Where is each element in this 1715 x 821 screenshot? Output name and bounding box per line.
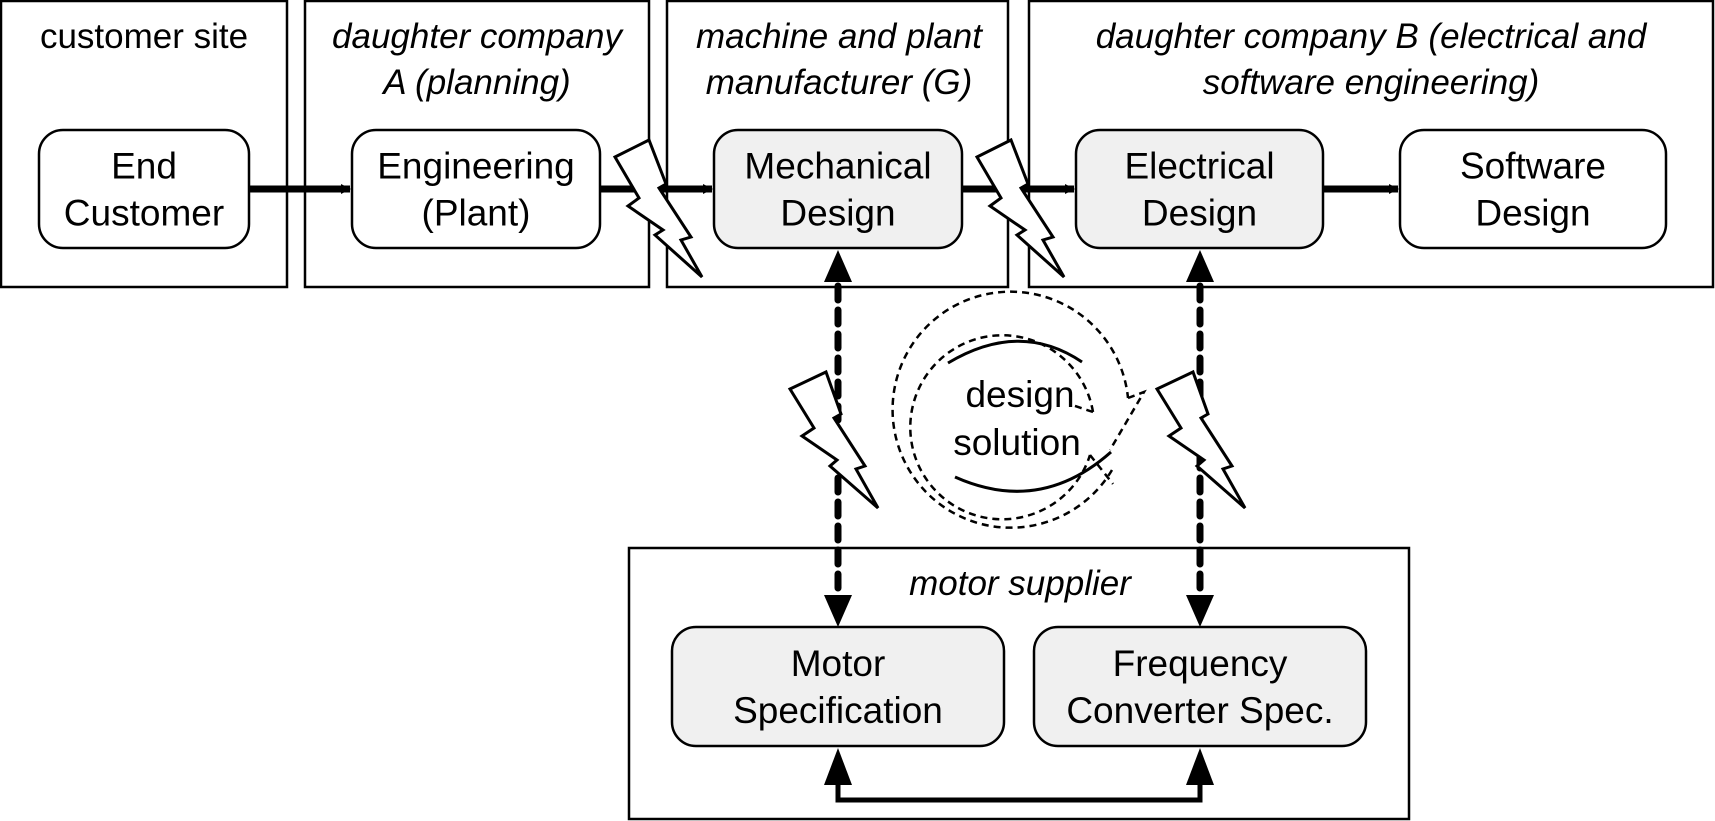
org-box-daughter-company-b: daughter company B (electrical and softw… [1027, 0, 1715, 289]
node-box [1398, 128, 1668, 250]
node-engineering-plant: Engineering (Plant) [350, 128, 602, 250]
node-label-line: Customer [64, 193, 224, 234]
arrowhead-down [1186, 595, 1214, 627]
org-label-line: motor supplier [909, 564, 1132, 603]
node-box [670, 625, 1006, 748]
node-label-line: Mechanical [744, 146, 931, 187]
org-label-line: machine and plant [696, 17, 983, 56]
design-solution-label: design [965, 374, 1074, 415]
elbow-arrow-motor-converter [824, 748, 1214, 803]
node-label-line: Frequency [1113, 643, 1288, 684]
lightning-icon [974, 137, 1066, 279]
node-box [37, 128, 251, 250]
node-box [712, 128, 964, 250]
arrowhead-up [1186, 748, 1214, 785]
lightning-icon [1154, 369, 1247, 510]
node-box [350, 128, 602, 250]
org-label-line: customer site [40, 17, 248, 56]
lightning-icon [612, 137, 704, 279]
org-label-line: A (planning) [381, 63, 570, 102]
arrowhead-up [824, 250, 852, 282]
node-label-line: Converter Spec. [1066, 690, 1333, 731]
node-label-line: Design [780, 193, 895, 234]
cycle-arrows-icon [891, 290, 1147, 529]
lightning-icon [787, 369, 880, 510]
node-label-line: Specification [733, 690, 943, 731]
node-label-line: Engineering [377, 146, 574, 187]
node-label-line: (Plant) [422, 193, 531, 234]
org-label-line: daughter company B (electrical and [1096, 17, 1648, 56]
node-label-line: Software [1460, 146, 1606, 187]
org-box-customer-site: customer site [0, 0, 289, 289]
node-box [1074, 128, 1325, 250]
design-solution-label: solution [953, 422, 1081, 463]
node-label-line: Design [1142, 193, 1257, 234]
node-label-line: Electrical [1124, 146, 1274, 187]
org-label-line: manufacturer (G) [706, 63, 972, 102]
org-box-motor-supplier: motor supplier [627, 546, 1411, 821]
org-label-line: software engineering) [1203, 63, 1540, 102]
arrowhead-up [824, 748, 852, 785]
node-box [1032, 625, 1368, 748]
node-label-line: Motor [791, 643, 886, 684]
arrowhead-down [824, 595, 852, 627]
org-label-line: daughter company [332, 17, 624, 56]
node-label-line: Design [1475, 193, 1590, 234]
org-box-daughter-company-a: daughter company A (planning) [303, 0, 651, 289]
node-label-line: End [111, 146, 177, 187]
arrowhead-up [1186, 250, 1214, 282]
